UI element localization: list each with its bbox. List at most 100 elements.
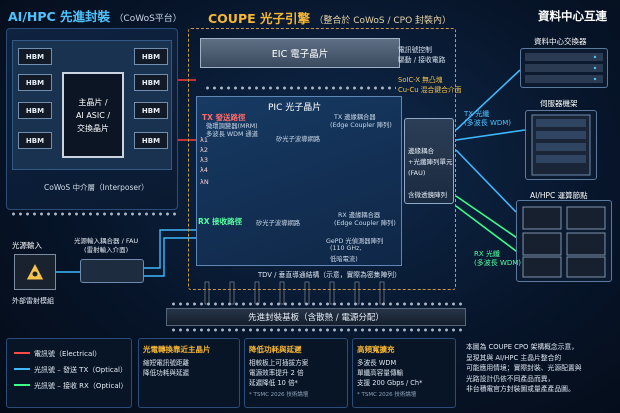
title-center-sub: （整合於 CoWoS / CPO 封裝內） bbox=[314, 16, 452, 26]
rx-waveguide-label: 矽光子波導網路 bbox=[256, 220, 301, 227]
tx-coupler-label: (Edge Coupler 陣列) bbox=[330, 122, 392, 129]
package-substrate: 先進封裝基板（含散熱 / 電源分配） bbox=[166, 308, 466, 326]
feature-title: 降低功耗與延遲 bbox=[249, 345, 302, 354]
feature-body: 多波長 WDM 單纖高容量傳輸 支援 200 Gbps / Ch* bbox=[357, 358, 451, 388]
rack-label: 資料中心交換器 bbox=[534, 37, 587, 46]
feature-line: 多波長 WDM bbox=[357, 359, 397, 367]
node-label: AI/HPC 運算節點 bbox=[530, 191, 588, 200]
lambda-label: λN bbox=[200, 178, 209, 186]
feature-line: 相較板上可插拔方案 bbox=[249, 359, 309, 367]
rx-fiber-line: (多波長 WDM) bbox=[474, 259, 522, 267]
rx-coupler-label: RX 邊緣耦合器 bbox=[338, 212, 381, 219]
asic-line: 交換晶片 bbox=[77, 123, 109, 133]
pd-label: GePD 光偵測器陣列 bbox=[326, 238, 384, 245]
fau-text: 邊緣耦合 +光纖陣列單元 (FAU) 含微透鏡陣列 bbox=[408, 146, 452, 201]
fau-line bbox=[408, 179, 452, 190]
server-icon bbox=[525, 53, 603, 83]
tx-coupler-label: TX 邊緣耦合器 bbox=[334, 114, 376, 121]
feature-title: 高頻寬擴充 bbox=[357, 345, 395, 354]
fau-unit bbox=[404, 118, 454, 204]
bump-row bbox=[10, 212, 180, 216]
hbm-stack: HBM bbox=[18, 102, 52, 119]
asic-line: AI ASIC / bbox=[75, 110, 111, 120]
eic-note-line: 電訊號控制 bbox=[398, 46, 432, 54]
lambda-label: λ1 bbox=[200, 136, 208, 144]
substrate-bumps bbox=[170, 302, 462, 306]
tx-fiber-line: TX 光纖 bbox=[464, 110, 490, 118]
laser-coupler-line: 光源輸入耦合器 / FAU bbox=[74, 237, 139, 245]
pic-chip bbox=[196, 96, 402, 266]
feature-card: 光電轉換靠近主晶片 縮短電訊號距離 降低功耗與延遲 bbox=[138, 338, 240, 408]
tx-desc: 多波長 WDM 通道 bbox=[206, 131, 258, 138]
tx-fiber-label: TX 光纖 (多波長 WDM) bbox=[464, 110, 511, 128]
eic-chip: EIC 電子晶片 bbox=[200, 38, 400, 68]
laser-coupler-title: 光源輸入耦合器 / FAU (雷射輸入介面) bbox=[74, 237, 138, 255]
lambda-label: λ2 bbox=[200, 146, 208, 154]
main-asic-chip: 主晶片 / AI ASIC / 交換晶片 bbox=[62, 72, 124, 158]
pd-label: 低暗電流) bbox=[330, 256, 358, 263]
laser-module bbox=[14, 254, 56, 290]
hbm-stack: HBM bbox=[134, 74, 168, 91]
rx-fiber-line: RX 光纖 bbox=[474, 250, 500, 258]
pic-title: PIC 光子晶片 bbox=[268, 103, 322, 113]
note-line: 非台積電官方封裝圖或量產產品圖。 bbox=[466, 385, 575, 393]
feature-card: 降低功耗與延遲 相較板上可插拔方案 電源效率提升 2 倍 延遲降低 10 倍* … bbox=[244, 338, 348, 408]
legend-swatches bbox=[14, 352, 30, 386]
feature-body: 相較板上可插拔方案 電源效率提升 2 倍 延遲降低 10 倍* bbox=[249, 358, 343, 388]
pd-label: (110 GHz, bbox=[330, 245, 362, 252]
tx-desc: 微環調變器(MRM) bbox=[206, 123, 258, 130]
feature-note: * TSMC 2026 技術論壇 bbox=[357, 392, 417, 398]
server-icon bbox=[531, 114, 591, 176]
feature-card: 高頻寬擴充 多波長 WDM 單纖高容量傳輸 支援 200 Gbps / Ch* … bbox=[352, 338, 456, 408]
hybrid-bond-note: SoIC-X 無凸塊 Cu-Cu 混合鍵合介面 bbox=[398, 75, 462, 95]
disclaimer-note: 本圖為 COUPE CPO 架構概念示意， 呈現其與 AI/HPC 主晶片整合的… bbox=[460, 338, 614, 408]
tdv-label: TDV / 垂直導通結構（示意，實際為密集陣列） bbox=[258, 271, 401, 279]
laser-title: 光源輸入 bbox=[12, 241, 42, 250]
coupe-panel bbox=[188, 28, 456, 290]
rx-title: RX 接收路徑 bbox=[198, 217, 243, 226]
tx-waveguide-label: 矽光子波導網路 bbox=[276, 136, 321, 143]
laser-module-label: 外部雷射模組 bbox=[12, 297, 54, 305]
interposer-label: CoWoS 中介層（Interposer） bbox=[44, 183, 149, 192]
tx-title: TX 發送路徑 bbox=[202, 113, 246, 122]
feature-line: 單纖高容量傳輸 bbox=[357, 369, 404, 377]
laser-coupler-line: (雷射輸入介面) bbox=[84, 246, 129, 254]
server-icon bbox=[522, 206, 606, 278]
laser-icon bbox=[25, 261, 45, 281]
note-line: 光路設計仍依不同產品而異， bbox=[466, 374, 555, 383]
feature-line: 延遲降低 10 倍* bbox=[249, 379, 298, 387]
tdv-pillars bbox=[204, 281, 385, 305]
feature-line: 縮短電訊號距離 bbox=[143, 359, 190, 367]
switch-rack bbox=[520, 48, 608, 88]
hybrid-line: SoIC-X 無凸塊 bbox=[398, 76, 443, 84]
hbm-stack: HBM bbox=[134, 132, 168, 149]
feature-note: * TSMC 2026 技術論壇 bbox=[249, 392, 309, 398]
title-left-sub: （CoWoS平台） bbox=[114, 14, 182, 24]
title-center-main: COUPE 光子引擎 bbox=[208, 11, 311, 26]
feature-line: 電源效率提升 2 倍 bbox=[249, 369, 304, 377]
fau-line: 含微透鏡陣列 bbox=[408, 191, 447, 199]
feature-line: 支援 200 Gbps / Ch* bbox=[357, 379, 423, 387]
feature-line: 降低功耗與延遲 bbox=[143, 369, 190, 377]
fau-line: (FAU) bbox=[408, 169, 426, 177]
feature-title: 光電轉換靠近主晶片 bbox=[143, 345, 211, 354]
laser-coupler-box bbox=[80, 259, 144, 283]
rx-coupler-label: (Edge Coupler 陣列) bbox=[334, 220, 396, 227]
fau-line: 邊緣耦合 bbox=[408, 147, 434, 155]
hbm-stack: HBM bbox=[134, 102, 168, 119]
substrate-balls bbox=[170, 328, 462, 332]
hbm-stack: HBM bbox=[134, 48, 168, 65]
rx-fiber-label: RX 光纖 (多波長 WDM) bbox=[474, 250, 521, 268]
compute-node bbox=[516, 200, 612, 282]
laser-feed-lines bbox=[56, 229, 196, 277]
legend-electrical: 電訊號（Electrical） bbox=[34, 350, 102, 358]
title-datacenter: 資料中心互連 bbox=[538, 9, 607, 23]
legend-tx: 光訊號 – 發送 TX（Optical） bbox=[34, 366, 127, 374]
hybrid-bond-row bbox=[204, 86, 396, 90]
eic-note: 電訊號控制 驅動 / 接收電路 bbox=[398, 45, 445, 65]
hbm-stack: HBM bbox=[18, 132, 52, 149]
note-line: 呈現其與 AI/HPC 主晶片整合的 bbox=[466, 353, 562, 362]
server-rack bbox=[525, 110, 597, 180]
server-label: 伺服器機架 bbox=[540, 99, 578, 108]
lambda-label: λ3 bbox=[200, 156, 208, 164]
